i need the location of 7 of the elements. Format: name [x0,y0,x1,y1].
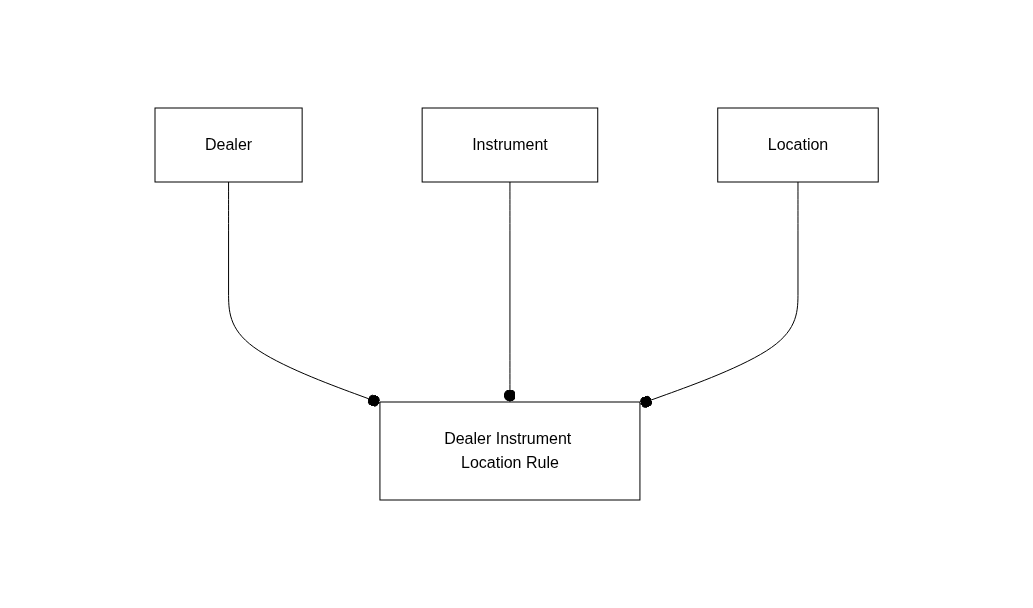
node-box: Dealer Instrument Location Rule [379,401,641,501]
node-box: Location [717,107,879,183]
connector [503,181,516,403]
node-box: Dealer [154,107,303,183]
connector [639,181,799,408]
connector [227,181,381,407]
node-box: Instrument [421,107,599,183]
